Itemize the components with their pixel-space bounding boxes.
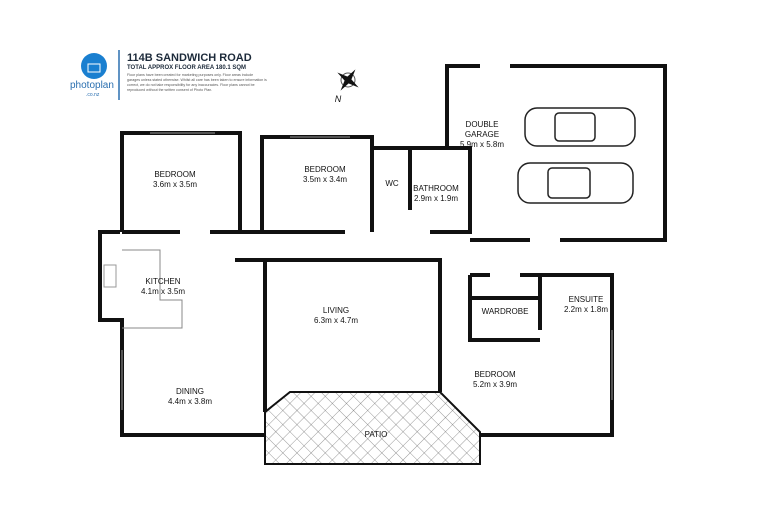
kitchen-bench	[122, 249, 183, 329]
room-name: KITCHEN	[145, 277, 181, 286]
room-name: LIVING	[322, 306, 350, 315]
compass-icon	[337, 69, 359, 91]
room-wc: WC	[385, 179, 398, 189]
room-name: BEDROOM	[474, 370, 516, 379]
room-size: 5.2m x 3.9m	[472, 380, 518, 389]
room-name: BATHROOM	[413, 184, 459, 193]
room-name: BEDROOM	[154, 170, 196, 179]
property-address: 114B SANDWICH ROAD	[127, 52, 252, 64]
room-size: 2.9m x 1.9m	[413, 194, 459, 203]
room-size: 3.6m x 3.5m	[152, 180, 198, 189]
car-icon	[517, 107, 636, 204]
room-name: ENSUITE	[568, 295, 604, 304]
room-size: 4.1m x 3.5m	[140, 287, 186, 296]
room-name: DOUBLE GARAGE	[464, 120, 500, 139]
floor-area: TOTAL APPROX FLOOR AREA 180.1 SQM	[127, 65, 247, 71]
patio-area	[264, 391, 481, 465]
walls	[98, 64, 667, 437]
compass-north-label: N	[334, 94, 342, 104]
room-name: WC	[385, 179, 399, 188]
room-patio: PATIO	[365, 430, 388, 440]
room-size: 2.2m x 1.8m	[563, 305, 609, 314]
room-size: 4.4m x 3.8m	[167, 397, 213, 406]
room-name: WARDROBE	[481, 307, 529, 316]
room-name: PATIO	[364, 430, 388, 439]
room-size: 6.3m x 4.7m	[313, 316, 359, 325]
logo-icon	[81, 50, 120, 100]
room-wardrobe: WARDROBE	[482, 307, 529, 317]
windows	[103, 132, 613, 410]
room-size: 5.9m x 5.8m	[460, 140, 505, 149]
room-name: DINING	[175, 387, 204, 396]
logo-text: photoplan	[70, 80, 114, 91]
room-size: 3.5m x 3.4m	[302, 175, 348, 184]
room-name: BEDROOM	[304, 165, 346, 174]
logo-domain: .co.nz	[86, 92, 100, 98]
disclaimer: Floor plans have been created for market…	[127, 73, 267, 92]
